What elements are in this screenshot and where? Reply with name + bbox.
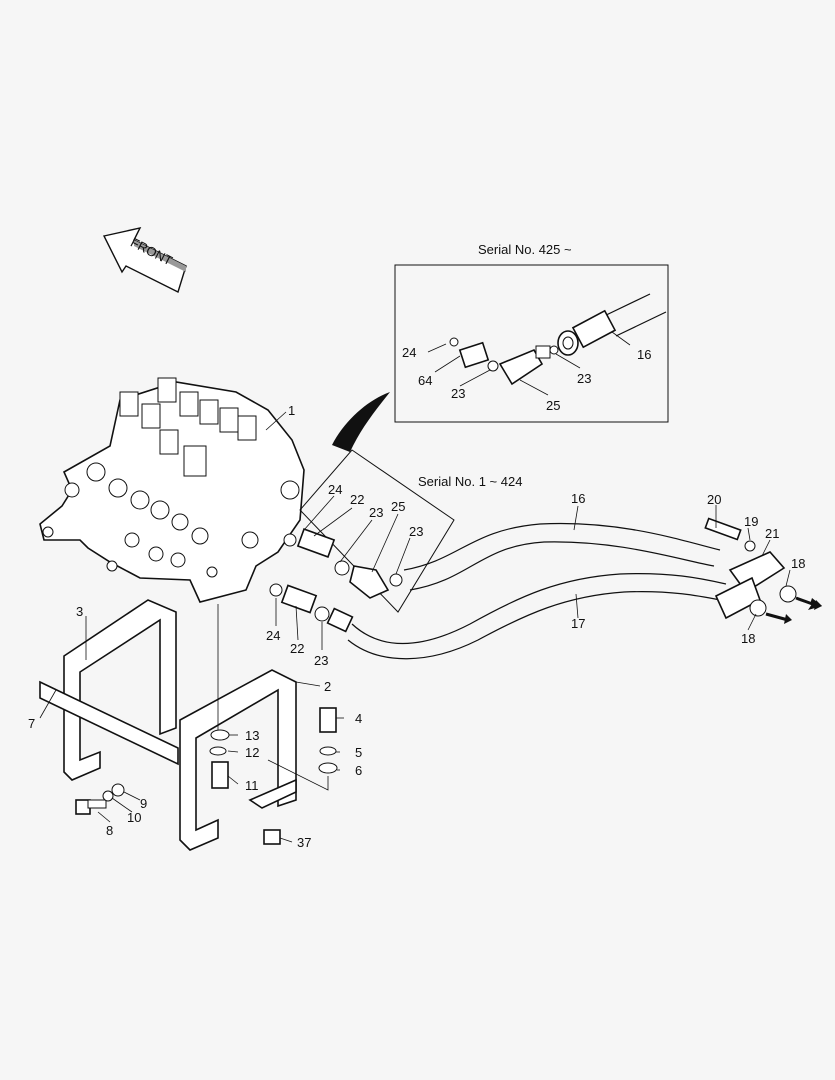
inset-pointer <box>332 392 390 452</box>
callout-17: 17 <box>571 616 585 631</box>
callout-23-inset-left: 23 <box>451 386 465 401</box>
callout-24-inset: 24 <box>402 345 416 360</box>
mounting-brackets <box>39 599 297 851</box>
hoses <box>347 522 727 660</box>
hardware <box>75 707 338 845</box>
callout-numbers: 1 2 3 4 5 6 7 8 9 10 11 12 13 16 16 17 1… <box>28 345 805 850</box>
leader-lines <box>39 411 791 843</box>
callout-11: 11 <box>245 778 259 793</box>
callout-7: 7 <box>28 716 35 731</box>
callout-3: 3 <box>76 604 83 619</box>
front-arrow-icon: FRONT <box>102 226 187 293</box>
callout-16: 16 <box>571 491 585 506</box>
callout-22-bottom: 22 <box>290 641 304 656</box>
callout-12: 12 <box>245 745 259 760</box>
inset-serial-425: Serial No. 425 ~ <box>394 242 669 423</box>
callout-16-inset: 16 <box>637 347 651 362</box>
callout-23-bottom: 23 <box>314 653 328 668</box>
callout-8: 8 <box>106 823 113 838</box>
callout-24-bottom: 24 <box>266 628 280 643</box>
callout-18-bottom: 18 <box>741 631 755 646</box>
callout-6: 6 <box>355 763 362 778</box>
serial-old-label: Serial No. 1 ~ 424 <box>418 474 522 489</box>
serial-new-label: Serial No. 425 ~ <box>478 242 572 257</box>
callout-37: 37 <box>297 835 311 850</box>
callout-4: 4 <box>355 711 362 726</box>
callout-22-top: 22 <box>350 492 364 507</box>
callout-23-top: 23 <box>369 505 383 520</box>
callout-1: 1 <box>288 403 295 418</box>
callout-21: 21 <box>765 526 779 541</box>
upper-fittings <box>283 528 403 599</box>
callout-13: 13 <box>245 728 259 743</box>
callout-20: 20 <box>707 492 721 507</box>
callout-2: 2 <box>324 679 331 694</box>
callout-23-right: 23 <box>409 524 423 539</box>
callout-23-inset-right: 23 <box>577 371 591 386</box>
callout-24-top: 24 <box>328 482 342 497</box>
control-valve <box>39 377 305 603</box>
callout-5: 5 <box>355 745 362 760</box>
lower-fittings <box>269 583 354 633</box>
callout-64: 64 <box>418 373 432 388</box>
flange-assembly <box>704 517 822 624</box>
callout-10: 10 <box>127 810 141 825</box>
callout-9: 9 <box>140 796 147 811</box>
callout-18-top: 18 <box>791 556 805 571</box>
callout-19: 19 <box>744 514 758 529</box>
callout-25-inset: 25 <box>546 398 560 413</box>
callout-25: 25 <box>391 499 405 514</box>
